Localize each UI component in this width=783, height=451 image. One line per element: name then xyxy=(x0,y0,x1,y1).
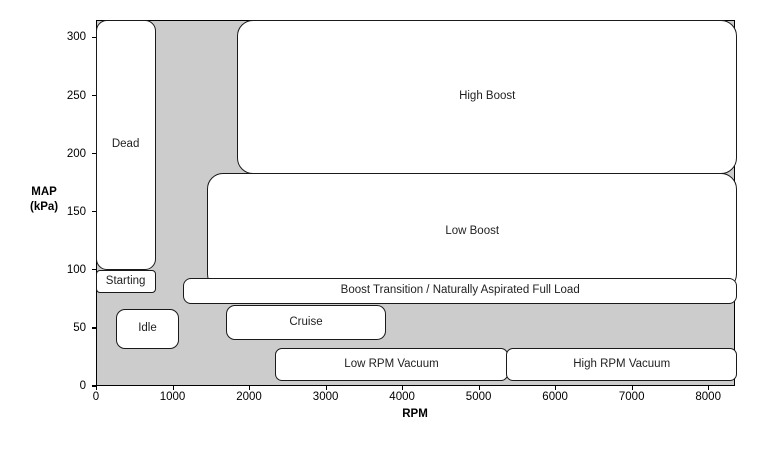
x-tick-mark-5000 xyxy=(478,386,480,390)
y-tick-label-150: 150 xyxy=(66,205,86,218)
region-boost-transition[interactable]: Boost Transition / Naturally Aspirated F… xyxy=(183,278,738,304)
region-high-boost-label: High Boost xyxy=(459,89,516,102)
region-cruise-label: Cruise xyxy=(289,315,323,328)
x-tick-mark-4000 xyxy=(402,386,404,390)
x-tick-label-1000: 1000 xyxy=(159,391,186,403)
x-tick-label-8000: 8000 xyxy=(695,391,721,403)
region-starting[interactable]: Starting xyxy=(95,270,156,293)
x-tick-mark-6000 xyxy=(555,386,557,390)
region-boost-transition-label: Boost Transition / Naturally Aspirated F… xyxy=(340,284,580,297)
x-tick-mark-3000 xyxy=(325,386,327,390)
y-tick-mark-50 xyxy=(92,327,96,329)
region-high-rpm-vacuum-label: High RPM Vacuum xyxy=(573,357,671,370)
y-tick-mark-300 xyxy=(92,36,96,39)
x-tick-label-6000: 6000 xyxy=(542,391,568,403)
y-axis-title-line2: (kPa) xyxy=(30,201,59,213)
y-tick-label-200: 200 xyxy=(66,147,86,160)
y-tick-mark-250 xyxy=(92,94,96,97)
region-dead[interactable]: Dead xyxy=(95,19,156,270)
x-tick-mark-7000 xyxy=(631,386,633,390)
region-high-boost[interactable]: High Boost xyxy=(237,19,738,174)
x-tick-label-4000: 4000 xyxy=(389,391,415,403)
region-idle[interactable]: Idle xyxy=(116,309,179,349)
y-tick-mark-200 xyxy=(92,153,96,155)
x-tick-mark-0 xyxy=(96,386,98,390)
region-high-rpm-vacuum[interactable]: High RPM Vacuum xyxy=(506,348,738,381)
x-tick-label-7000: 7000 xyxy=(618,391,645,403)
y-tick-label-50: 50 xyxy=(73,321,86,334)
y-axis-title: MAP (kPa) xyxy=(30,185,58,215)
x-tick-mark-1000 xyxy=(172,386,174,390)
y-tick-label-0: 0 xyxy=(79,380,86,392)
y-axis-title-line1: MAP xyxy=(31,186,57,198)
x-axis-title: RPM xyxy=(402,408,428,420)
region-low-boost-label: Low Boost xyxy=(445,224,500,237)
x-tick-label-0: 0 xyxy=(92,391,100,403)
region-low-rpm-vacuum[interactable]: Low RPM Vacuum xyxy=(275,348,508,381)
y-tick-label-100: 100 xyxy=(66,263,86,276)
region-idle-label: Idle xyxy=(138,322,157,335)
region-dead-label: Dead xyxy=(111,137,140,150)
plot-area: Dead Starting Idle High Boost Low Boost … xyxy=(95,19,738,386)
region-starting-label: Starting xyxy=(105,274,146,287)
y-tick-label-250: 250 xyxy=(66,89,86,102)
x-tick-mark-2000 xyxy=(249,386,251,390)
x-tick-label-3000: 3000 xyxy=(312,391,339,403)
y-tick-mark-100 xyxy=(92,269,96,271)
y-tick-mark-150 xyxy=(92,211,96,213)
region-cruise[interactable]: Cruise xyxy=(226,305,386,340)
y-tick-label-300: 300 xyxy=(66,31,86,44)
x-tick-label-2000: 2000 xyxy=(236,391,262,403)
region-low-boost[interactable]: Low Boost xyxy=(207,173,738,290)
x-tick-label-5000: 5000 xyxy=(465,391,492,403)
y-tick-mark-0 xyxy=(92,385,96,387)
x-tick-mark-8000 xyxy=(708,386,710,390)
region-low-rpm-vacuum-label: Low RPM Vacuum xyxy=(344,357,439,370)
